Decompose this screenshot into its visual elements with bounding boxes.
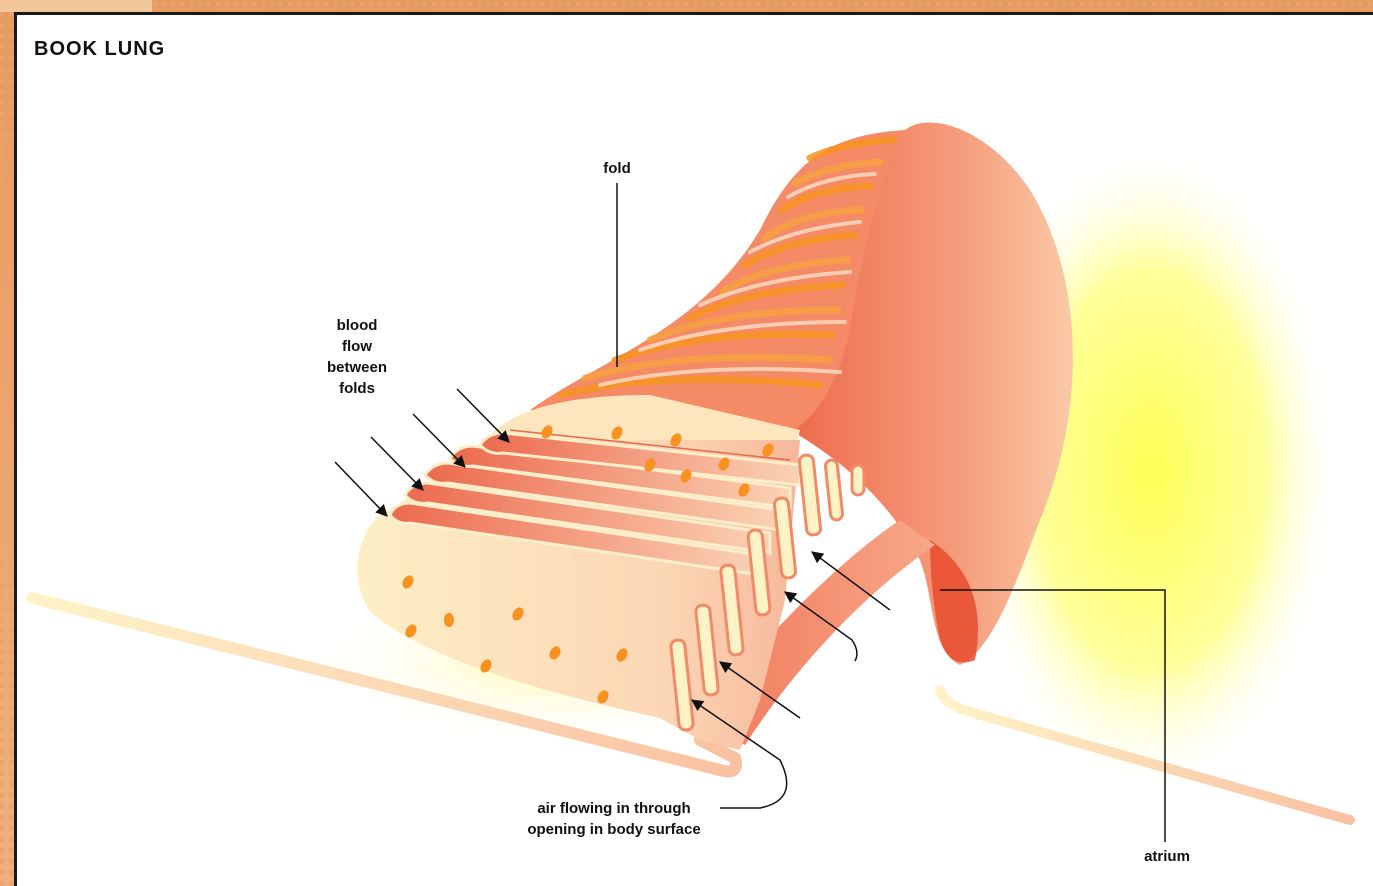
fold-label: fold [603,160,631,177]
svg-text:flow: flow [342,338,372,355]
svg-text:between: between [327,359,387,376]
svg-text:blood: blood [337,317,378,334]
svg-text:folds: folds [339,380,375,397]
svg-text:air flowing in through: air flowing in through [537,800,690,817]
atrium-label: atrium [1144,848,1190,865]
svg-text:opening in body surface: opening in body surface [527,821,700,838]
blood-flow-label: blood flow between folds [327,317,387,397]
air-flowing-label: air flowing in through opening in body s… [527,800,700,838]
